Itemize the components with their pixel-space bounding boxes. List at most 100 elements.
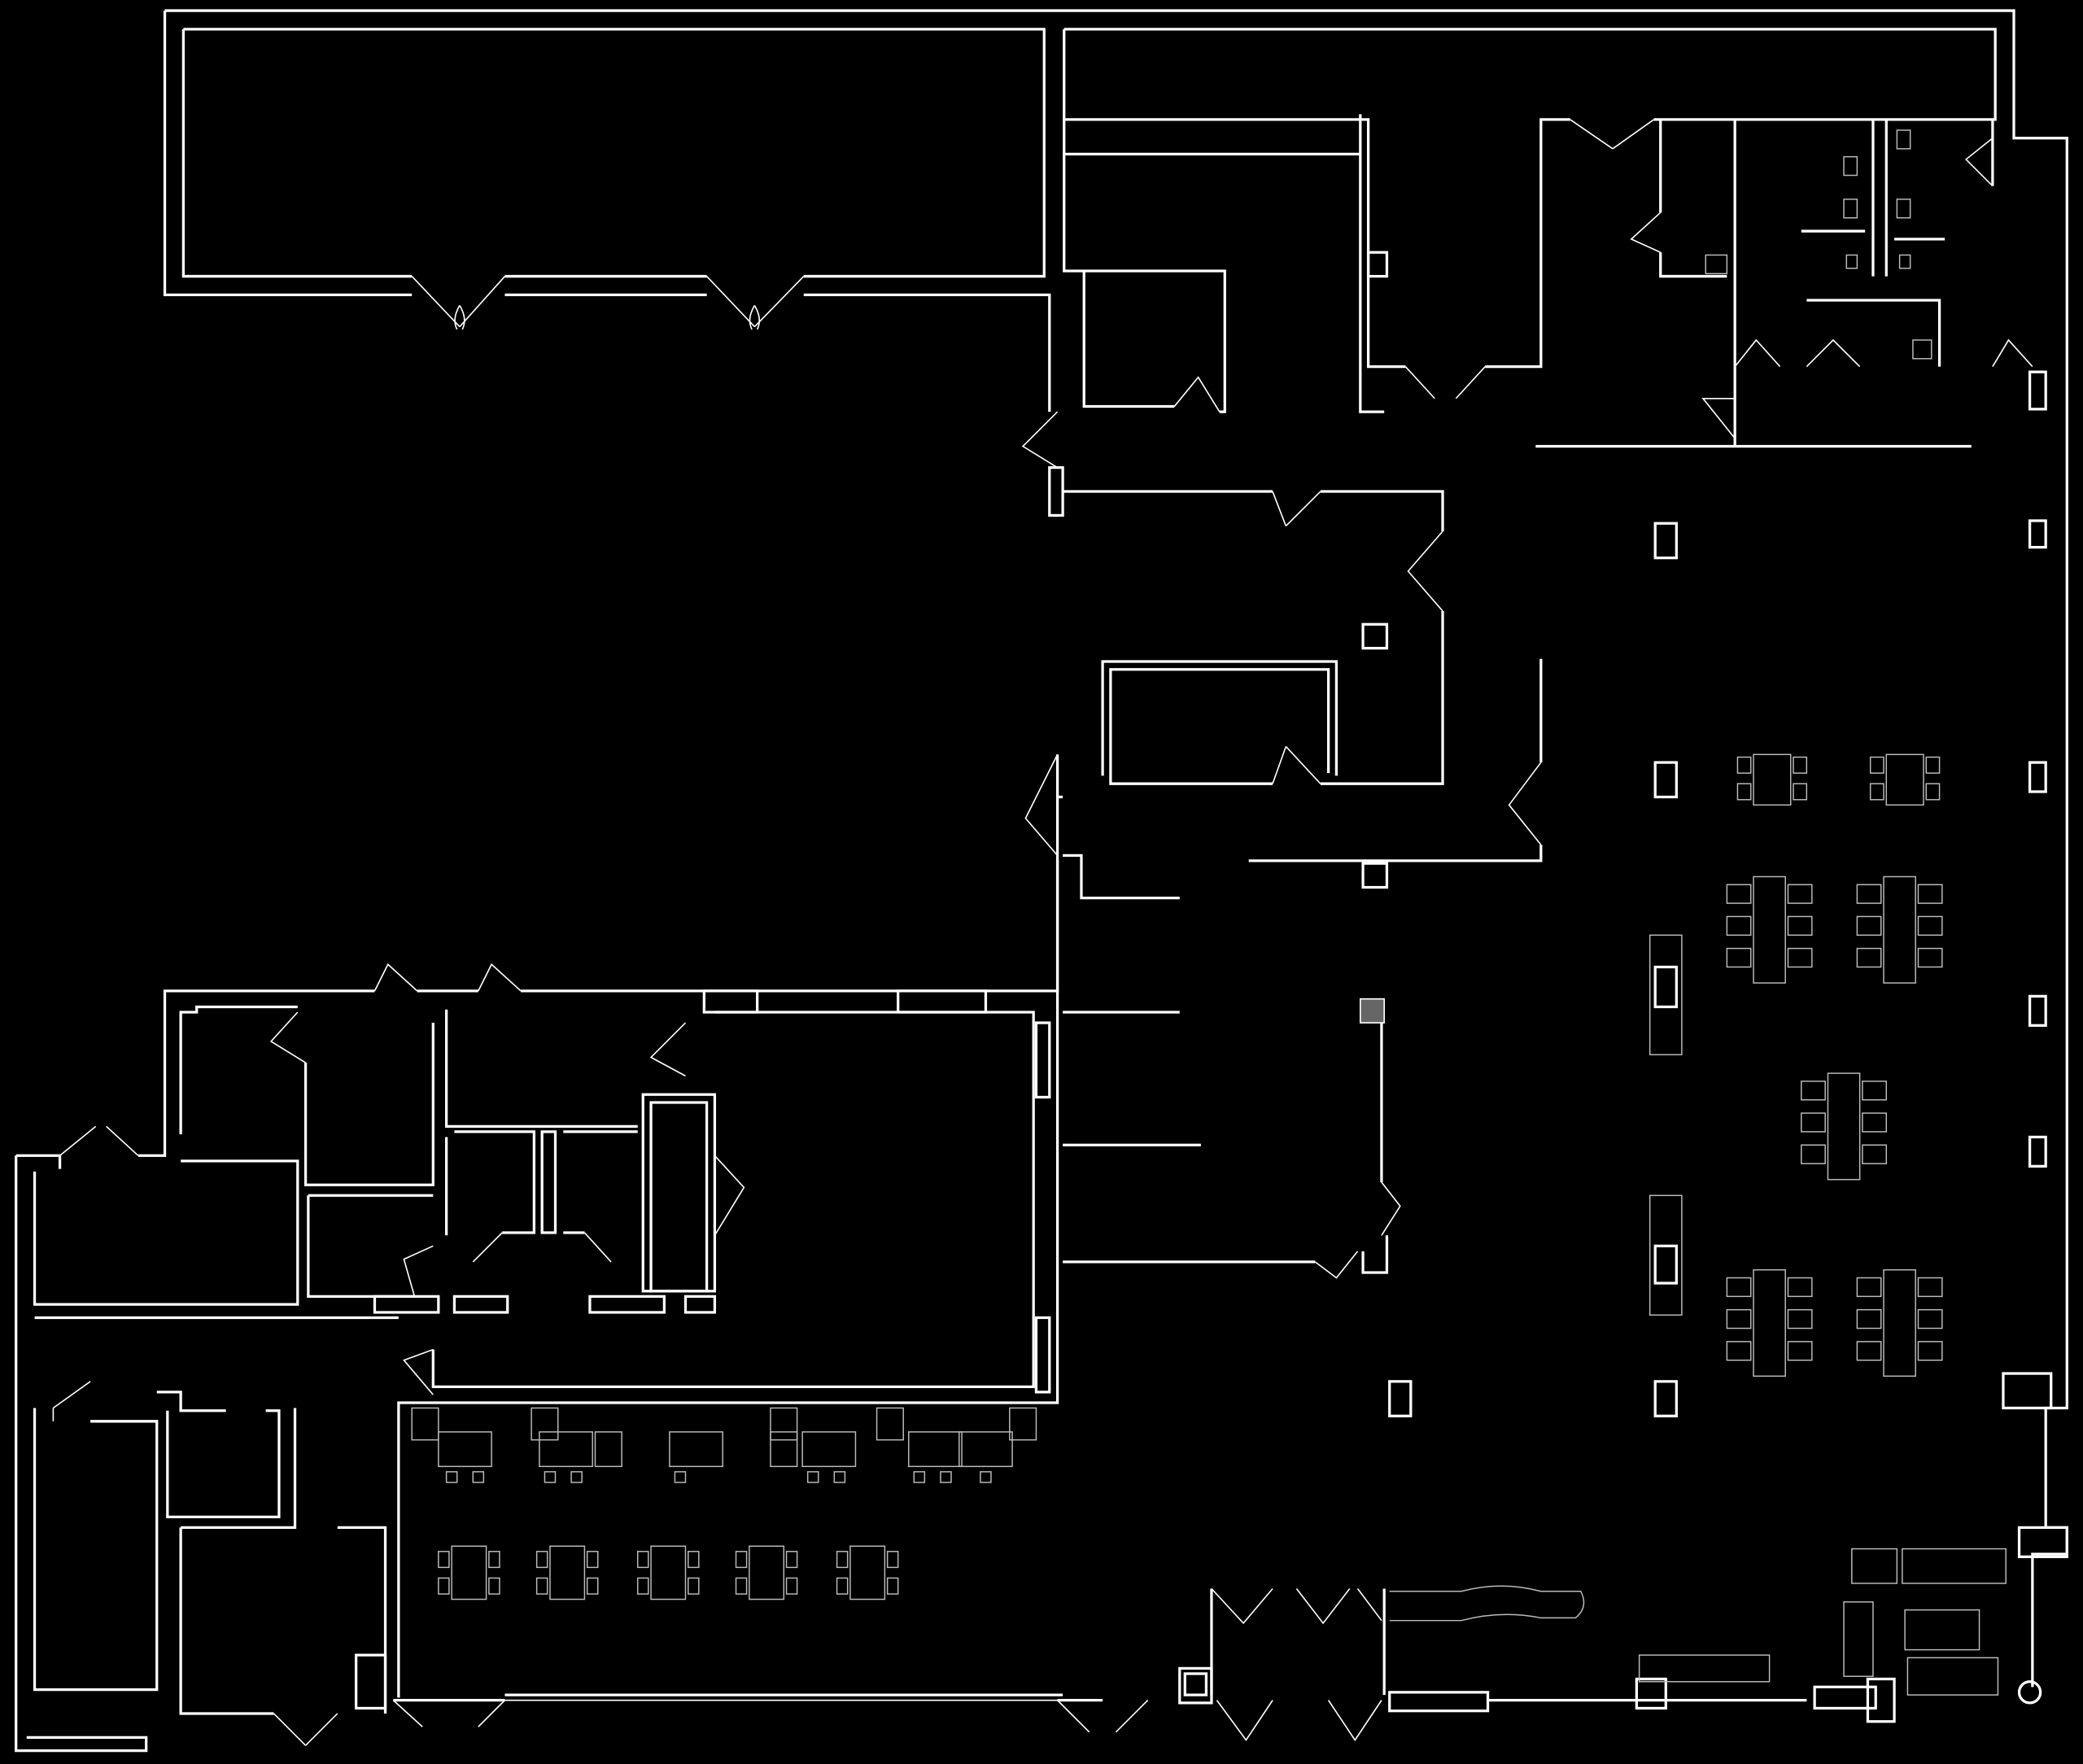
chair — [1726, 915, 1752, 937]
chair — [735, 1551, 748, 1569]
chair — [688, 1577, 700, 1595]
chair — [1801, 1081, 1826, 1101]
dining-table — [1885, 753, 1924, 806]
chair — [535, 1577, 548, 1595]
stool — [980, 1471, 992, 1483]
chair — [1726, 884, 1752, 904]
stool — [674, 1471, 687, 1483]
counter-cell — [876, 1407, 904, 1441]
chair — [1925, 756, 1941, 774]
long-table — [1827, 1072, 1861, 1181]
stool — [472, 1471, 485, 1483]
chair — [1917, 915, 1943, 937]
chair — [586, 1577, 599, 1595]
sofa — [1851, 1548, 1898, 1584]
dining-table — [1753, 753, 1792, 806]
stool — [445, 1471, 458, 1483]
counter-cell — [411, 1407, 439, 1441]
chair — [1856, 915, 1882, 937]
stool — [940, 1471, 952, 1483]
stool — [806, 1471, 819, 1483]
counter-table — [669, 1431, 723, 1468]
chair — [1787, 1277, 1813, 1298]
dining-table — [451, 1545, 487, 1600]
dining-table — [549, 1545, 586, 1600]
dining-table — [749, 1545, 785, 1600]
chair — [1869, 783, 1884, 801]
chair — [1917, 1277, 1943, 1298]
chair — [1917, 1308, 1943, 1330]
counter-table — [908, 1431, 963, 1468]
chair — [636, 1551, 649, 1569]
toilet — [1843, 155, 1858, 177]
sofa — [1843, 1601, 1874, 1677]
doors — [52, 119, 2033, 1746]
chair — [1856, 884, 1882, 904]
long-table — [1883, 1268, 1916, 1378]
sofa — [1902, 1548, 2007, 1584]
chair — [1726, 1341, 1752, 1361]
columns — [1388, 370, 2047, 1417]
chair — [1787, 1308, 1813, 1330]
chair — [488, 1551, 500, 1569]
furniture — [411, 129, 2007, 1696]
counter-table — [594, 1431, 622, 1468]
top-rooms — [181, 28, 1997, 448]
counter-table — [539, 1431, 593, 1468]
long-table — [1883, 875, 1916, 984]
chair — [1917, 884, 1943, 904]
stool — [570, 1471, 583, 1483]
chair — [886, 1577, 899, 1595]
chair — [1869, 756, 1884, 774]
chair — [1787, 1341, 1813, 1361]
bottom-entry — [504, 1372, 2068, 1723]
chair — [1856, 1277, 1882, 1298]
chair — [1787, 884, 1813, 904]
chair — [836, 1551, 849, 1569]
chair — [1862, 1144, 1888, 1164]
sink — [1845, 254, 1858, 269]
chair — [1862, 1112, 1888, 1133]
chair — [1925, 783, 1941, 801]
chair — [1856, 1341, 1882, 1361]
chair — [438, 1577, 450, 1595]
long-table — [1753, 1268, 1786, 1378]
chair — [1726, 1308, 1752, 1330]
stool — [913, 1471, 926, 1483]
chair — [886, 1551, 899, 1569]
middle-rooms — [397, 466, 1543, 1698]
chair — [1856, 1308, 1882, 1330]
chair — [1726, 1277, 1752, 1298]
chair — [735, 1577, 748, 1595]
chair — [1793, 756, 1808, 774]
counter-table — [959, 1431, 1013, 1468]
shower — [1912, 339, 1932, 360]
console — [1906, 1657, 1999, 1696]
stool — [833, 1471, 846, 1483]
chair — [836, 1577, 849, 1595]
chair — [1726, 947, 1752, 968]
chair — [1736, 756, 1752, 774]
chair — [785, 1577, 798, 1595]
counter-cell — [531, 1407, 559, 1441]
toilet — [1843, 199, 1858, 219]
chair — [636, 1577, 649, 1595]
long-table — [1753, 875, 1786, 984]
column-hatched — [1359, 998, 1386, 1024]
chair — [488, 1577, 500, 1595]
dining-table — [849, 1545, 886, 1600]
chair — [586, 1551, 599, 1569]
sink — [1898, 254, 1911, 269]
chair — [1862, 1081, 1888, 1101]
chair — [1793, 783, 1808, 801]
chair — [535, 1551, 548, 1569]
chair — [1787, 915, 1813, 937]
coffee-table — [1904, 1609, 1980, 1651]
chair — [1917, 1341, 1943, 1361]
counter-cell — [770, 1407, 798, 1441]
toilet — [1896, 199, 1911, 219]
chair — [1787, 947, 1813, 968]
chair — [1917, 947, 1943, 968]
